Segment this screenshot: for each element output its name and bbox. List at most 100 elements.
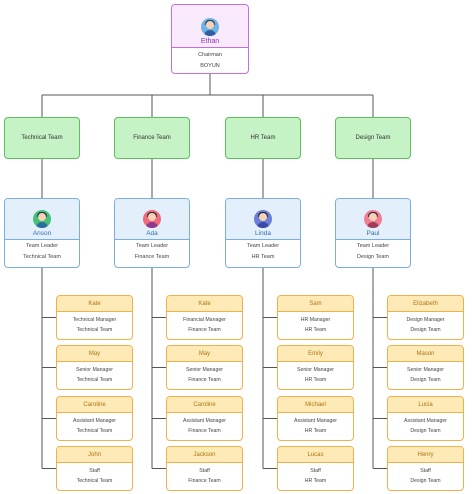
leader-header: Anson [5, 199, 79, 240]
team-node[interactable]: Finance Team [114, 117, 190, 159]
staff-node[interactable]: John Staff Technical Team [56, 446, 133, 491]
leader-team: Finance Team [134, 254, 170, 260]
chairman-title: Chairman [198, 52, 222, 58]
team-node[interactable]: Technical Team [4, 117, 80, 159]
staff-node[interactable]: Michael Assistant Manager HR Team [277, 396, 354, 441]
staff-team: Technical Team [76, 377, 113, 383]
leader-header: Paul [336, 199, 410, 240]
staff-node[interactable]: Elizabeth Design Manager Design Team [387, 295, 464, 340]
staff-title: Design Manager [406, 317, 445, 323]
staff-team: Finance Team [188, 327, 221, 333]
leader-name: Anson [32, 230, 52, 237]
staff-title: Technical Manager [72, 317, 117, 323]
staff-team: Finance Team [188, 428, 221, 434]
leader-name: Paul [366, 230, 380, 237]
leader-header: Ada [115, 199, 189, 240]
staff-title: Assistant Manager [183, 418, 226, 424]
staff-title: Assistant Manager [294, 418, 337, 424]
leader-name: Ada [146, 230, 158, 237]
team-node[interactable]: Design Team [335, 117, 411, 159]
team-leader-node[interactable]: Ada Team Leader Finance Team [114, 198, 190, 268]
staff-node[interactable]: Lucia Assistant Manager Design Team [387, 396, 464, 441]
staff-name: Elizabeth [388, 296, 463, 312]
staff-title: Staff [420, 468, 431, 474]
team-name: Finance Team [133, 135, 171, 141]
team-leader-node[interactable]: Linda Team Leader HR Team [225, 198, 301, 268]
staff-team: Technical Team [76, 428, 113, 434]
staff-name: May [167, 346, 242, 362]
staff-name: Michael [278, 397, 353, 413]
staff-title: Senior Manager [76, 367, 113, 373]
leader-avatar-icon [33, 210, 51, 228]
staff-title: Financial Manager [183, 317, 226, 323]
staff-node[interactable]: Lucas Staff HR Team [277, 446, 354, 491]
leader-avatar-icon [254, 210, 272, 228]
staff-title: Assistant Manager [73, 418, 116, 424]
staff-name: Kate [57, 296, 132, 312]
team-name: HR Team [250, 135, 276, 141]
chairman-name: Ethan [200, 38, 220, 45]
chairman-avatar-icon [201, 18, 219, 36]
team-leader-node[interactable]: Anson Team Leader Technical Team [4, 198, 80, 268]
leader-name: Linda [255, 230, 271, 237]
leader-avatar-icon [364, 210, 382, 228]
staff-node[interactable]: Kate Technical Manager Technical Team [56, 295, 133, 340]
staff-team: HR Team [304, 377, 327, 383]
staff-title: Assistant Manager [404, 418, 447, 424]
staff-team: Technical Team [76, 327, 113, 333]
staff-team: Finance Team [188, 377, 221, 383]
staff-title: Staff [89, 468, 100, 474]
team-leader-node[interactable]: Paul Team Leader Design Team [335, 198, 411, 268]
staff-name: Jackson [167, 447, 242, 463]
leader-title: Team Leader [356, 243, 390, 249]
staff-name: Henry [388, 447, 463, 463]
staff-node[interactable]: Jackson Staff Finance Team [166, 446, 243, 491]
chairman-node[interactable]: Ethan Chairman BOYUN [171, 4, 249, 74]
staff-team: Design Team [410, 478, 441, 484]
team-name: Technical Team [21, 135, 63, 141]
staff-team: HR Team [304, 478, 327, 484]
staff-team: Design Team [410, 428, 441, 434]
leader-title: Team Leader [246, 243, 280, 249]
staff-node[interactable]: Mason Senior Manager Design Team [387, 345, 464, 390]
leader-team: Technical Team [23, 254, 61, 260]
staff-team: HR Team [304, 327, 327, 333]
staff-node[interactable]: Emily Senior Manager HR Team [277, 345, 354, 390]
staff-team: Technical Team [76, 478, 113, 484]
staff-name: Caroline [57, 397, 132, 413]
leader-header: Linda [226, 199, 300, 240]
staff-name: Mason [388, 346, 463, 362]
team-name: Design Team [355, 135, 391, 141]
team-node[interactable]: HR Team [225, 117, 301, 159]
staff-node[interactable]: Kate Financial Manager Finance Team [166, 295, 243, 340]
staff-team: Finance Team [188, 478, 221, 484]
staff-node[interactable]: Caroline Assistant Manager Finance Team [166, 396, 243, 441]
staff-title: Staff [310, 468, 321, 474]
staff-name: May [57, 346, 132, 362]
staff-node[interactable]: Sam HR Manager HR Team [277, 295, 354, 340]
chairman-header: Ethan [172, 5, 248, 48]
staff-name: Lucas [278, 447, 353, 463]
staff-title: HR Manager [300, 317, 331, 323]
staff-node[interactable]: May Senior Manager Finance Team [166, 345, 243, 390]
staff-name: Emily [278, 346, 353, 362]
staff-name: Caroline [167, 397, 242, 413]
leader-team: Design Team [356, 254, 389, 260]
staff-team: Design Team [410, 327, 441, 333]
chairman-org: BOYUN [200, 63, 220, 69]
staff-team: HR Team [304, 428, 327, 434]
staff-name: Kate [167, 296, 242, 312]
leader-title: Team Leader [25, 243, 59, 249]
staff-title: Staff [199, 468, 210, 474]
staff-title: Senior Manager [407, 367, 444, 373]
staff-title: Senior Manager [186, 367, 223, 373]
staff-node[interactable]: Caroline Assistant Manager Technical Tea… [56, 396, 133, 441]
staff-name: John [57, 447, 132, 463]
staff-node[interactable]: Henry Staff Design Team [387, 446, 464, 491]
staff-name: Lucia [388, 397, 463, 413]
staff-name: Sam [278, 296, 353, 312]
leader-title: Team Leader [135, 243, 169, 249]
staff-node[interactable]: May Senior Manager Technical Team [56, 345, 133, 390]
staff-team: Design Team [410, 377, 441, 383]
